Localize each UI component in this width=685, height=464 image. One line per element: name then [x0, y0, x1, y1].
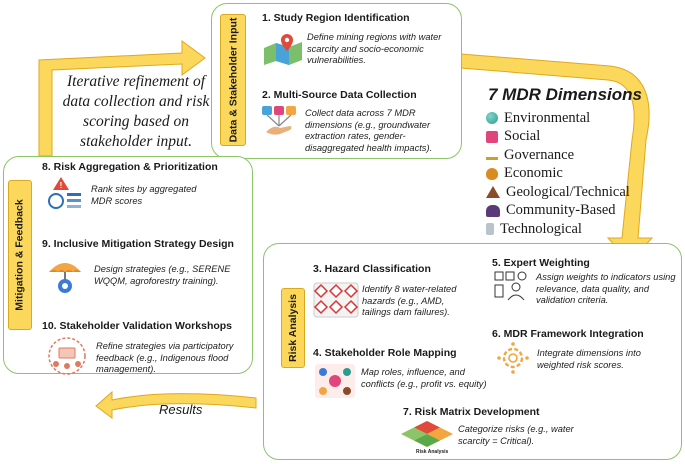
step-1-desc: Define mining regions with water scarcit… [307, 32, 442, 65]
mdr-item-environmental: Environmental [486, 109, 630, 128]
risk-analysis-tag: Risk Analysis [281, 288, 305, 368]
mdr-item-governance: Governance [486, 146, 630, 165]
risk-matrix-icon [400, 420, 454, 461]
data-input-panel [211, 3, 462, 159]
step-5-title: 5. Expert Weighting [492, 257, 590, 269]
mdr-item-geological: Geological/Technical [486, 183, 630, 202]
step-10-desc: Refine strategies via participatory feed… [96, 341, 234, 374]
feedback-note: Iterative refinement of data collection … [62, 73, 210, 150]
mdr-item-economic: Economic [486, 165, 630, 184]
mdr-item-technological: Technological [486, 220, 630, 239]
people-icon [486, 204, 500, 217]
svg-text:!: ! [60, 181, 63, 190]
step-6-title: 6. MDR Framework Integration [492, 328, 644, 340]
step-10-title: 10. Stakeholder Validation Workshops [42, 320, 233, 332]
step-4-title: 4. Stakeholder Role Mapping [313, 347, 457, 359]
data-input-label: Data & Stakeholder Input [227, 17, 240, 143]
arrow-feedback-up [38, 40, 206, 157]
risk-analysis-panel [263, 243, 682, 460]
map-pin-icon [262, 32, 304, 71]
expert-icon [494, 271, 530, 306]
step-3-desc: Identify 8 water-related hazards (e.g., … [362, 284, 457, 317]
mountain-icon [486, 186, 500, 199]
step-7-desc: Categorize risks (e.g., water scarcity =… [458, 424, 574, 446]
step-9-title: 9. Inclusive Mitigation Strategy Design [42, 238, 234, 250]
arrow-results [95, 390, 257, 419]
scales-icon [486, 151, 498, 160]
step-8-desc: Rank sites by aggregated MDR scores [91, 184, 197, 206]
risk-matrix-caption: Risk Analysis [416, 449, 449, 455]
stakeholder-network-icon [315, 364, 355, 403]
mdr-item-social: Social [486, 128, 630, 147]
workshop-icon [44, 336, 90, 381]
step-5-desc: Assign weights to indicators using relev… [536, 272, 676, 305]
hazard-signs-icon [313, 282, 359, 323]
money-bag-icon [486, 167, 498, 180]
umbrella-gear-icon [46, 256, 84, 301]
mdr-title: 7 MDR Dimensions [488, 85, 642, 104]
step-4-desc: Map roles, influence, and conflicts (e.g… [361, 367, 487, 389]
step-9-desc: Design strategies (e.g., SERENE WQQM, ag… [94, 264, 231, 286]
step-6-desc: Integrate dimensions into weighted risk … [537, 348, 641, 370]
female-symbol-icon [486, 130, 498, 143]
step-2-title: 2. Multi-Source Data Collection [262, 89, 417, 101]
data-sources-icon [260, 104, 298, 143]
warning-list-icon: ! [47, 176, 83, 217]
mdr-dimension-list: Environmental Social Governance Economic… [486, 109, 630, 239]
microscope-icon [486, 223, 494, 236]
mitigation-panel [3, 156, 253, 374]
results-label: Results [159, 402, 203, 417]
mdr-item-community: Community-Based [486, 202, 630, 221]
step-8-title: 8. Risk Aggregation & Prioritization [42, 161, 218, 173]
step-2-desc: Collect data across 7 MDR dimensions (e.… [305, 108, 433, 153]
step-1-title: 1. Study Region Identification [262, 12, 410, 24]
step-7-title: 7. Risk Matrix Development [403, 406, 540, 418]
risk-analysis-label: Risk Analysis [287, 294, 299, 362]
mitigation-tag: Mitigation & Feedback [8, 180, 32, 330]
mitigation-label: Mitigation & Feedback [14, 199, 26, 311]
step-3-title: 3. Hazard Classification [313, 263, 431, 275]
globe-icon [486, 112, 498, 125]
gear-network-icon [497, 342, 529, 379]
data-input-tag: Data & Stakeholder Input [220, 14, 246, 146]
